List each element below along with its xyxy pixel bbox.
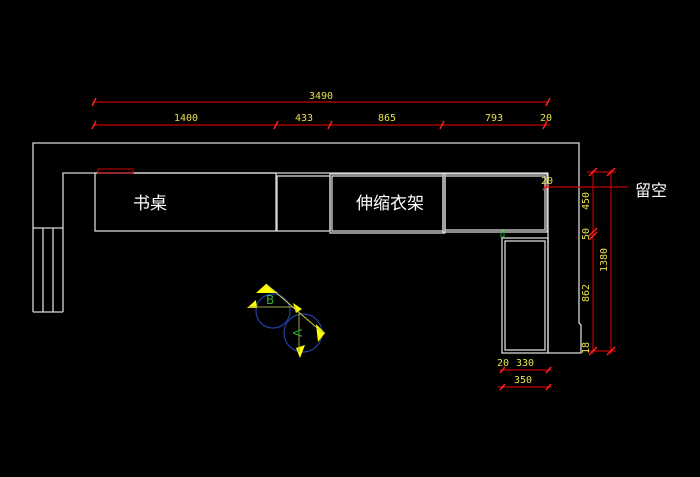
dim-793: 793 (485, 113, 503, 124)
dim-total: 3490 (309, 91, 333, 102)
bottom-dimensions: 20 330 350 (497, 358, 552, 391)
dim-1400: 1400 (174, 113, 198, 124)
top-dimensions: 3490 1400 433 865 793 20 (91, 91, 552, 130)
reserved-label: 留空 (635, 181, 667, 200)
dim-330: 330 (516, 358, 534, 369)
dim-20: 20 (540, 113, 552, 124)
door-symbols: B A (247, 283, 325, 358)
dim-gap-20: 20 (541, 176, 553, 187)
dim-50: 50 (581, 228, 592, 240)
dim-433: 433 (295, 113, 313, 124)
dim-865: 865 (378, 113, 396, 124)
dim-1380: 1380 (599, 248, 610, 272)
dim-450: 450 (581, 192, 592, 210)
wardrobe-label: 伸缩衣架 (356, 194, 424, 214)
cabinets: 伸缩衣架 (276, 173, 549, 354)
reserved-callout: 20 留空 (541, 176, 667, 200)
door-b-label: B (266, 293, 274, 307)
dim-350: 350 (514, 375, 532, 386)
green-marker (500, 230, 505, 238)
desk: 书桌 (94, 168, 277, 232)
right-dimensions: 450 50 862 18 1380 (581, 167, 616, 356)
door-a-label: A (291, 328, 305, 337)
dim-862: 862 (581, 284, 592, 302)
desk-label: 书桌 (133, 194, 167, 214)
dim-bottom-20: 20 (497, 358, 509, 369)
desk-marker (97, 168, 134, 174)
dim-18: 18 (581, 342, 592, 354)
